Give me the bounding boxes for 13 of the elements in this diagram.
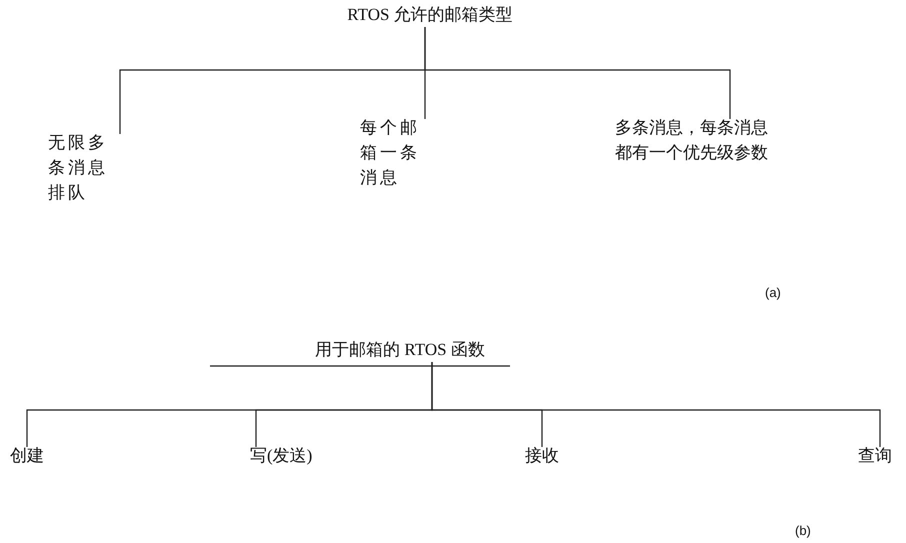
panel-label: (b) — [795, 523, 811, 538]
tree-leaf-text: 写(发送) — [250, 443, 340, 468]
tree-leaf-text: 创建 — [10, 443, 70, 468]
tree-connector — [431, 362, 881, 447]
tree-root-title: 用于邮箱的 RTOS 函数 — [300, 337, 500, 362]
tree-leaf-text: 每个邮箱一条消息 — [360, 115, 438, 190]
tree-connector — [424, 27, 731, 119]
tree-leaf-text: 无限多条消息排队 — [48, 130, 126, 205]
tree-root-title: RTOS 允许的邮箱类型 — [330, 2, 530, 27]
tree-leaf-text: 接收 — [525, 443, 585, 468]
panel-label: (a) — [765, 285, 781, 300]
tree-leaf-text: 查询 — [858, 443, 906, 468]
tree-leaf-text: 多条消息，每条消息都有一个优先级参数 — [615, 115, 775, 165]
